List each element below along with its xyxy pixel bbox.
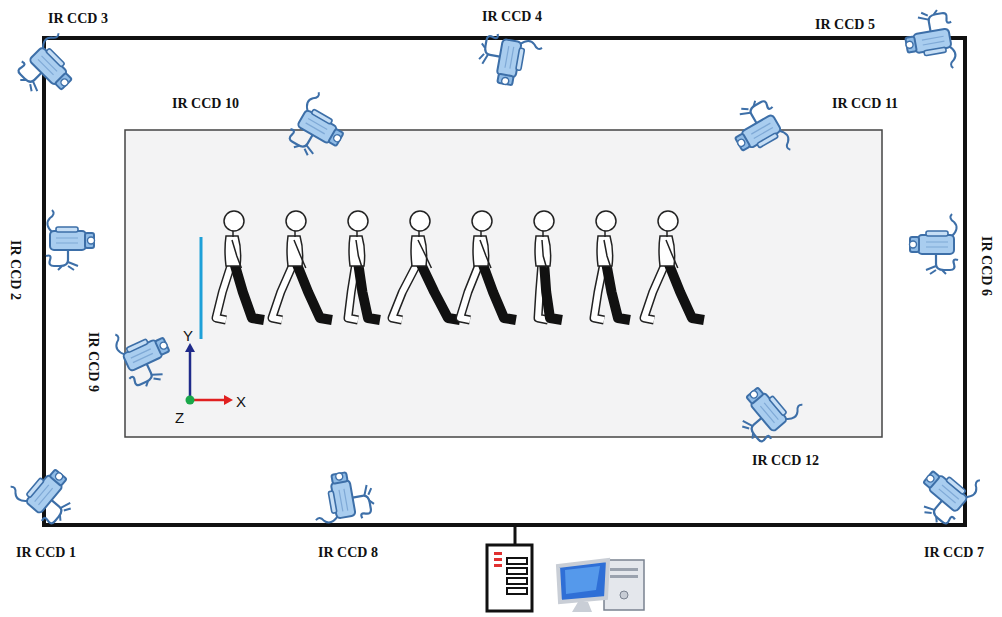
camera-label: IR CCD 10 — [172, 97, 239, 111]
cable — [514, 525, 517, 545]
start-line — [200, 237, 203, 339]
walking-figures — [216, 211, 704, 320]
walking-figure — [534, 211, 562, 320]
walking-figure — [594, 211, 630, 320]
walking-figure — [460, 211, 516, 320]
walking-figure — [392, 211, 460, 320]
camera-label: IR CCD 9 — [86, 332, 100, 392]
desktop-computer — [558, 560, 644, 612]
axis-label: X — [236, 394, 246, 409]
camera-label: IR CCD 8 — [318, 546, 378, 560]
camera-label: IR CCD 7 — [924, 546, 984, 560]
capture-area — [125, 130, 882, 437]
axes — [185, 343, 233, 405]
camera-label: IR CCD 12 — [752, 454, 819, 468]
capture-frame — [44, 38, 965, 525]
camera-label: IR CCD 2 — [8, 240, 22, 300]
axis-label: Z — [175, 410, 184, 425]
axis-label: Y — [183, 328, 193, 343]
server-tower — [487, 545, 532, 611]
camera-label: IR CCD 5 — [815, 18, 875, 32]
walking-figure — [272, 211, 332, 320]
walking-figure — [216, 211, 264, 320]
camera-label: IR CCD 1 — [16, 546, 76, 560]
walking-figure — [348, 211, 380, 320]
camera-label: IR CCD 11 — [832, 97, 898, 111]
camera-label: IR CCD 6 — [979, 236, 993, 296]
cameras — [7, 8, 985, 530]
camera-label: IR CCD 3 — [48, 12, 108, 26]
walking-figure — [644, 211, 704, 320]
camera-label: IR CCD 4 — [482, 10, 542, 24]
